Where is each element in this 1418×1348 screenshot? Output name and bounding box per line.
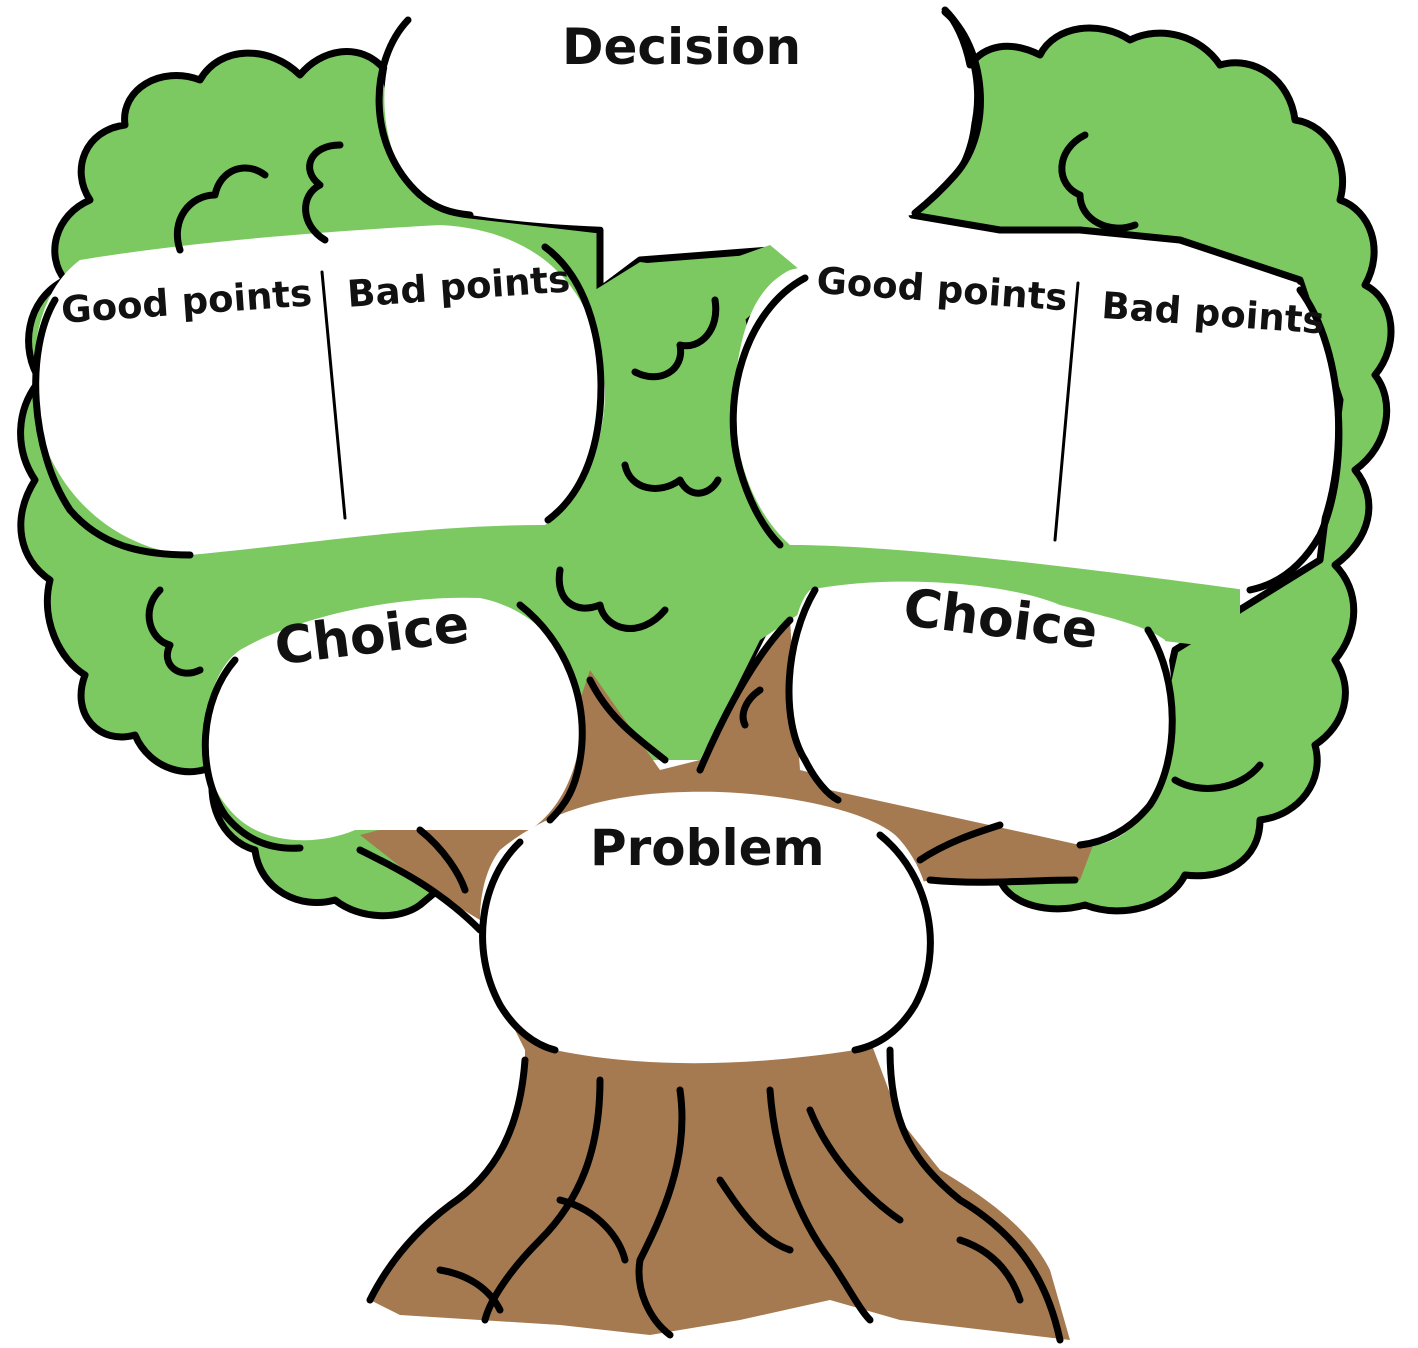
decision-right-arc [911, 8, 984, 217]
foliage-curl-6 [1058, 131, 1139, 232]
trunk-line-fork-mid [739, 686, 764, 729]
foliage-curl-8 [173, 164, 269, 254]
problem-bubble [480, 791, 932, 1064]
problem-outline-right [851, 831, 934, 1054]
trunk-line-right-arm-2 [916, 821, 1004, 864]
foliage-curl-3 [555, 566, 669, 632]
left-points-outline [541, 243, 605, 524]
right-choice-outline-left [785, 586, 842, 804]
root-center-left [481, 1076, 604, 1324]
bark-line-3 [806, 1106, 904, 1224]
decision-bubble [384, 10, 973, 229]
right-points-outline-right [1246, 286, 1343, 594]
root-right [886, 1046, 1064, 1344]
right-canopy [908, 6, 1395, 915]
bubbles [34, 10, 1336, 1064]
trunk-line-right-arm [926, 876, 1079, 886]
root-center-right [766, 1086, 874, 1324]
bark-line-2 [716, 1176, 794, 1254]
right-points-bubble [734, 245, 1336, 590]
right-choice-bubble [786, 581, 1172, 846]
bark-line-4 [436, 1266, 504, 1314]
left-choice-bubble [203, 597, 582, 841]
right-choice-outline-right [1076, 626, 1176, 849]
outlines [32, 8, 1343, 1344]
central-canopy [520, 245, 820, 760]
left-choice-outline [201, 656, 304, 852]
trunk-line-left-arm-2 [416, 826, 469, 894]
right-divider-line [1053, 281, 1080, 542]
root-center [635, 1086, 686, 1339]
left-points-bubble [34, 225, 606, 555]
trunk-line-fork-right [696, 616, 794, 774]
foliage-curl-4 [145, 586, 204, 677]
foliage-curl-7 [1171, 761, 1264, 792]
left-points-outline-left [32, 296, 194, 559]
left-choice-outline-right [516, 601, 586, 824]
left-divider-line [320, 270, 347, 520]
decision-left-arc [375, 16, 474, 219]
root-left [366, 1056, 529, 1304]
foliage-curl-1 [631, 296, 720, 381]
problem-label: Problem [590, 819, 825, 877]
bark-line-1 [556, 1196, 629, 1264]
bark-line-5 [956, 1236, 1024, 1304]
trunk-line-fork-left [586, 676, 669, 764]
problem-outline-left [479, 838, 559, 1054]
foliage-curl-5 [302, 141, 344, 244]
foliage-curl-2 [621, 461, 722, 497]
right-points-outline-left [729, 274, 809, 549]
trunk-line-left-arm [356, 846, 484, 934]
decision-label: Decision [562, 18, 802, 76]
